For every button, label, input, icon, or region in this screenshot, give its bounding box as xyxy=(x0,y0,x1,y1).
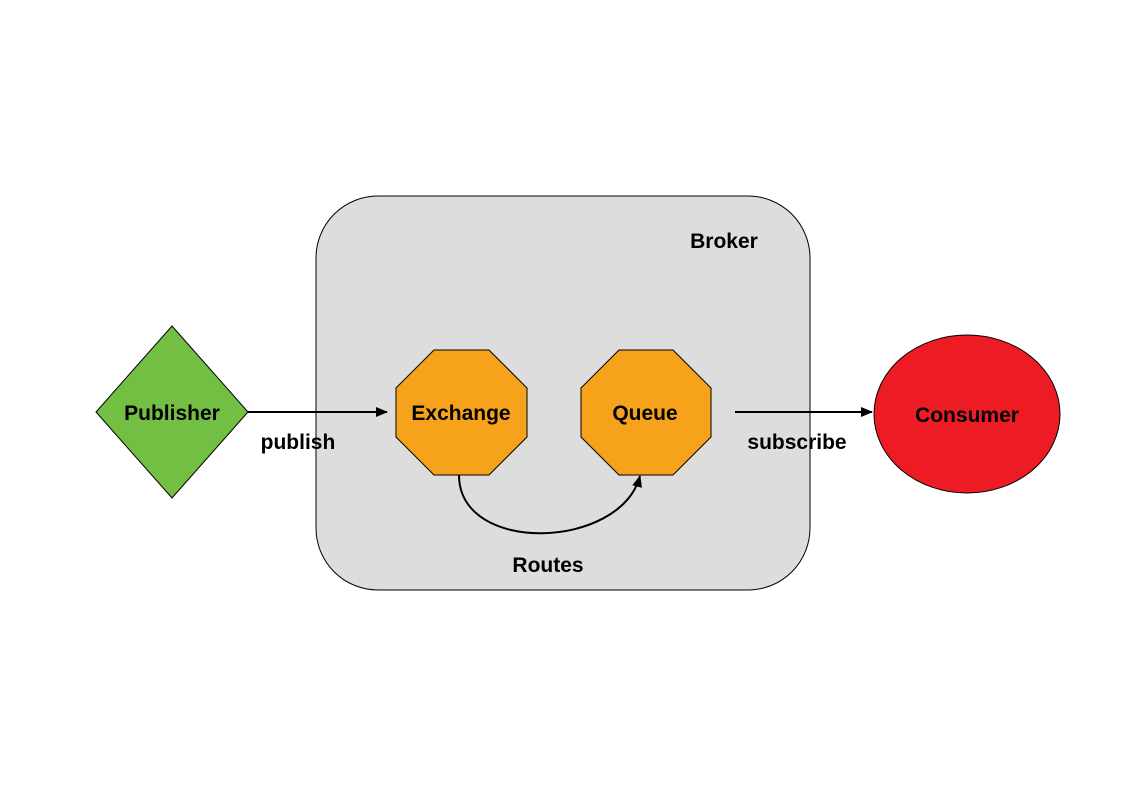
subscribe-label: subscribe xyxy=(747,431,846,454)
queue-label: Queue xyxy=(612,402,677,425)
exchange-node xyxy=(395,349,528,476)
publish-label: publish xyxy=(261,431,336,454)
queue-node xyxy=(580,349,712,476)
publisher-label: Publisher xyxy=(124,402,220,425)
routes-arrow xyxy=(458,474,642,535)
consumer-label: Consumer xyxy=(915,404,1019,427)
consumer-node xyxy=(873,334,1061,494)
exchange-label: Exchange xyxy=(411,402,510,425)
broker-container xyxy=(315,195,811,591)
publisher-node xyxy=(95,325,249,499)
broker-label: Broker xyxy=(690,230,758,253)
routes-label: Routes xyxy=(512,554,583,577)
